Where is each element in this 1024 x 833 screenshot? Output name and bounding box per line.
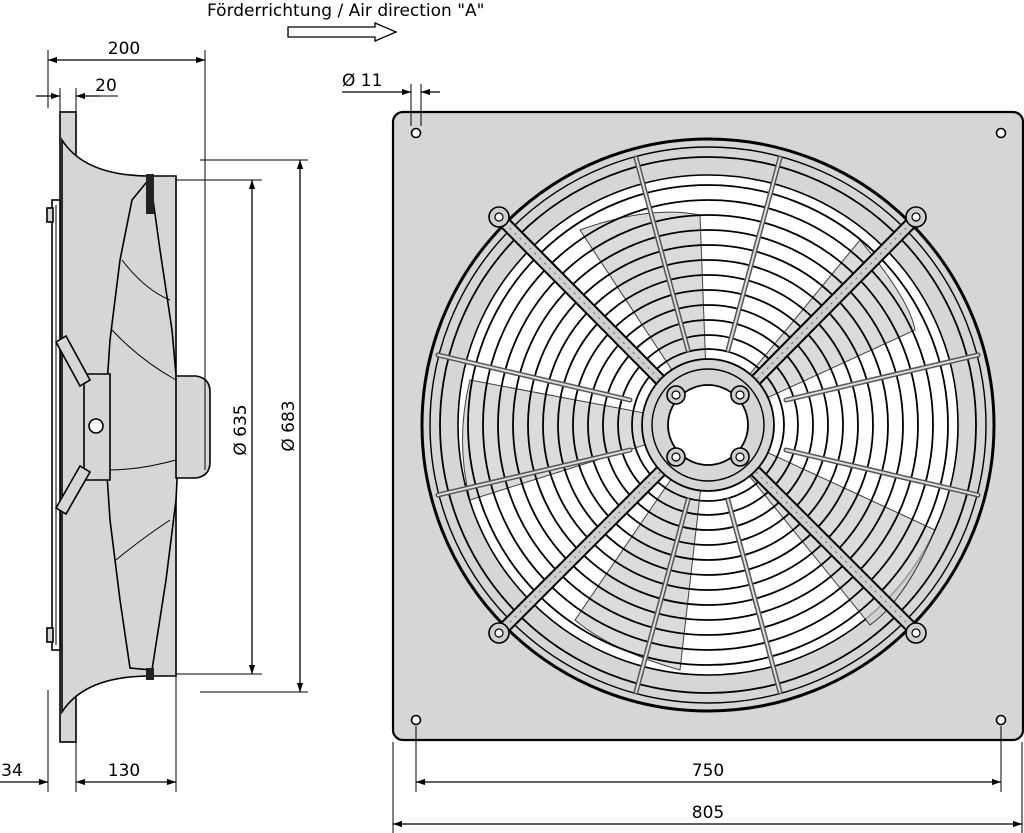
air-direction-label: Förderrichtung / Air direction "A"	[207, 1, 485, 21]
dim-diameter-inner: Ø 635	[176, 179, 262, 675]
dim-hole-spacing: 750	[415, 726, 1002, 792]
side-guard-grille	[51, 199, 61, 651]
air-direction-arrow	[287, 22, 398, 42]
side-struts	[54, 334, 92, 516]
side-bolt	[88, 418, 104, 434]
svg-text:805: 805	[692, 803, 724, 823]
dim-plate-width: 805	[392, 742, 1023, 833]
center-hub	[641, 358, 775, 492]
svg-text:Ø 11: Ø 11	[342, 71, 382, 91]
outer-ring	[420, 137, 996, 713]
svg-text:130: 130	[108, 761, 140, 781]
dim-diameter-outer: Ø 683	[200, 159, 308, 693]
mounting-hole	[410, 714, 422, 726]
dim-flange: 20	[36, 76, 118, 112]
svg-text:Ø 683: Ø 683	[279, 400, 299, 451]
mounting-hole	[995, 714, 1007, 726]
diagonal-struts	[488, 206, 927, 644]
svg-text:34: 34	[1, 761, 23, 781]
svg-text:200: 200	[108, 39, 140, 59]
side-motor-cap	[175, 375, 211, 479]
svg-text:750: 750	[692, 761, 724, 781]
front-view: Ø 11 750 805	[342, 71, 1024, 833]
dim-body: 130	[75, 676, 177, 792]
svg-text:20: 20	[95, 76, 117, 96]
mounting-hole	[995, 127, 1007, 139]
dim-hole-diameter: Ø 11	[342, 71, 440, 126]
guard-rings	[439, 156, 977, 694]
svg-text:Ø 635: Ø 635	[231, 404, 251, 455]
side-view: 200 20 34 130 Ø 635	[0, 39, 308, 792]
mounting-hole	[410, 127, 422, 139]
dim-overall-depth: 200	[47, 39, 206, 470]
dim-front: 34	[0, 690, 49, 792]
